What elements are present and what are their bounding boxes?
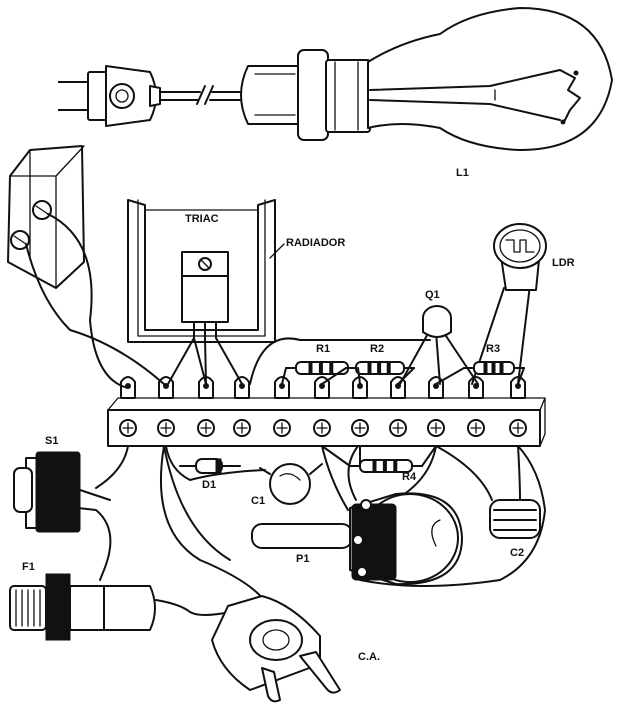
resistor-connections — [281, 367, 525, 467]
terminal-strip — [107, 376, 546, 447]
label-r1: R1 — [316, 343, 330, 355]
potentiometer-p1: P1 — [251, 492, 463, 586]
screw-slot — [276, 422, 288, 434]
resistor-band — [372, 459, 377, 473]
resistor-band — [382, 459, 387, 473]
screw-slot — [200, 422, 212, 434]
terminal-block — [7, 145, 85, 289]
resistor-band — [499, 361, 504, 375]
ldr: LDR — [493, 223, 575, 291]
lamp-l1: L1 — [58, 7, 613, 179]
screw-slot — [392, 422, 404, 434]
label-r2: R2 — [370, 343, 384, 355]
resistor-band — [318, 361, 323, 375]
capacitor-c1: C1 — [251, 463, 323, 507]
label-ca: C.A. — [358, 651, 380, 663]
resistor-band — [367, 361, 372, 375]
screw-slot — [160, 422, 172, 434]
screw-slot — [236, 422, 248, 434]
resistor-band — [329, 361, 334, 375]
screw-slot — [512, 422, 524, 434]
label-f1: F1 — [22, 561, 35, 573]
resistor-band — [393, 459, 398, 473]
diode-d1: D1 — [179, 458, 241, 491]
resistor-band — [483, 361, 488, 375]
switch-s1: S1 — [13, 435, 81, 533]
wires — [25, 213, 546, 616]
label-q1: Q1 — [425, 289, 440, 301]
screw-slot — [354, 422, 366, 434]
screw-slot — [470, 422, 482, 434]
label-d1: D1 — [202, 479, 216, 491]
label-p1: P1 — [296, 553, 309, 565]
resistor-band — [308, 361, 313, 375]
fuse-holder-f1: F1 — [9, 561, 156, 641]
label-r3: R3 — [486, 343, 500, 355]
screw-slot — [316, 422, 328, 434]
label-radiador: RADIADOR — [286, 237, 345, 249]
label-triac: TRIAC — [185, 213, 219, 225]
resistors — [281, 361, 525, 473]
label-l1: L1 — [456, 167, 469, 179]
screw-slot — [122, 422, 134, 434]
label-ldr: LDR — [552, 257, 575, 269]
label-c2: C2 — [510, 547, 524, 559]
label-r4: R4 — [402, 471, 417, 483]
transistor-q1: Q1 — [422, 289, 452, 338]
label-s1: S1 — [45, 435, 58, 447]
resistor-band — [491, 361, 496, 375]
resistor-band — [386, 361, 391, 375]
resistor-band — [377, 361, 382, 375]
heatsink-radiador: TRIAC RADIADOR — [127, 199, 345, 343]
mains-plug-ca: C.A. — [211, 595, 380, 703]
screw-slot — [430, 422, 442, 434]
triac — [181, 251, 229, 339]
lug-hole — [473, 383, 479, 389]
capacitor-c2: C2 — [489, 499, 541, 559]
label-c1: C1 — [251, 495, 265, 507]
